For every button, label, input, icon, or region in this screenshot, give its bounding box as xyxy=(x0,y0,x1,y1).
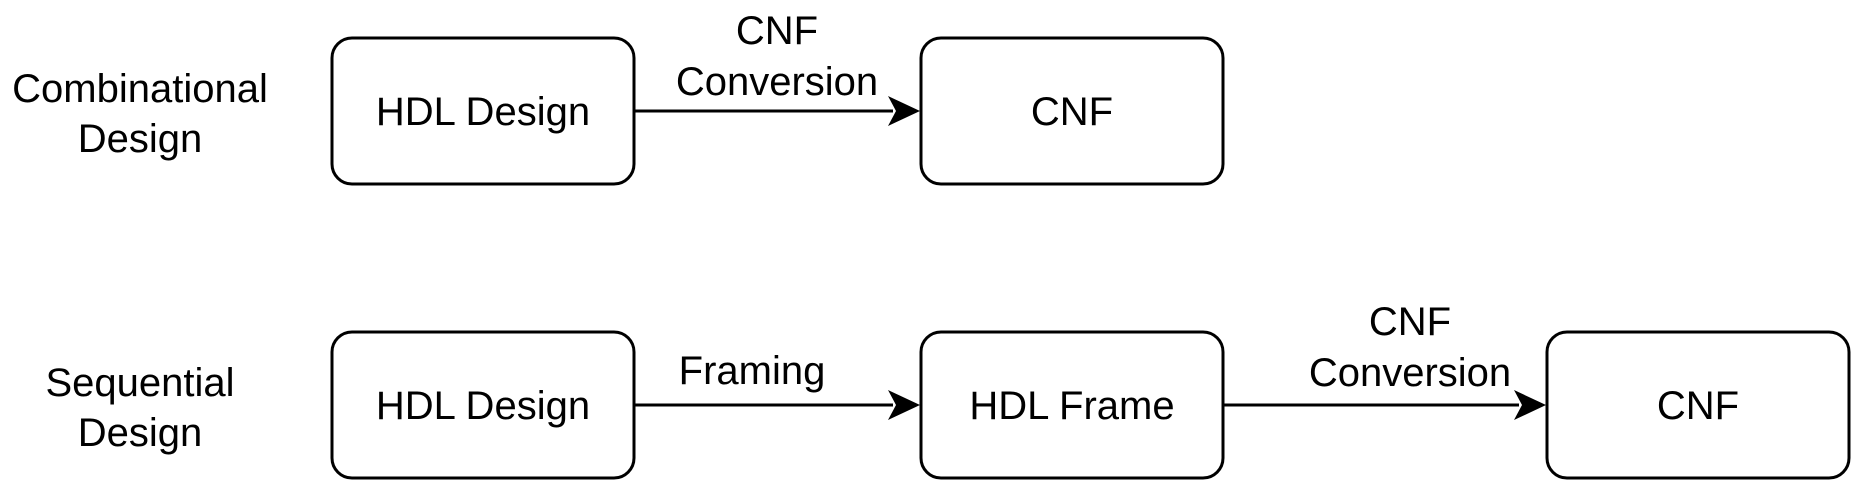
edge-label-line1: CNF xyxy=(736,9,818,53)
edge-label-line1: CNF xyxy=(1369,300,1451,344)
node-cnf-sequential: CNF xyxy=(1545,330,1851,480)
row-label-sequential-line1: Sequential xyxy=(45,361,234,405)
node-hdl-design-sequential: HDL Design xyxy=(330,330,636,480)
edge-framing: Framing xyxy=(634,349,920,420)
row-sequential: Sequential Design HDL Design Framing HDL… xyxy=(45,300,1851,480)
node-label: HDL Design xyxy=(376,90,590,134)
edge-cnf-conversion-sequential: CNF Conversion xyxy=(1223,300,1546,420)
node-label: HDL Frame xyxy=(969,384,1174,428)
node-hdl-frame: HDL Frame xyxy=(919,330,1225,480)
node-cnf-combinational: CNF xyxy=(919,36,1225,186)
node-label: CNF xyxy=(1031,90,1113,134)
row-label-sequential-line2: Design xyxy=(78,411,203,455)
node-label: CNF xyxy=(1657,384,1739,428)
edge-label-line1: Framing xyxy=(679,349,826,393)
arrowhead-icon xyxy=(888,390,920,420)
edge-label-line2: Conversion xyxy=(676,60,878,104)
row-combinational: Combinational Design HDL Design CNF Conv… xyxy=(12,9,1225,186)
node-label: HDL Design xyxy=(376,384,590,428)
node-hdl-design-combinational: HDL Design xyxy=(330,36,636,186)
edge-cnf-conversion-combinational: CNF Conversion xyxy=(634,9,920,126)
edge-label-line2: Conversion xyxy=(1309,351,1511,395)
row-label-combinational-line1: Combinational xyxy=(12,67,268,111)
arrowhead-icon xyxy=(888,96,920,126)
row-label-combinational-line2: Design xyxy=(78,117,203,161)
arrowhead-icon xyxy=(1514,390,1546,420)
